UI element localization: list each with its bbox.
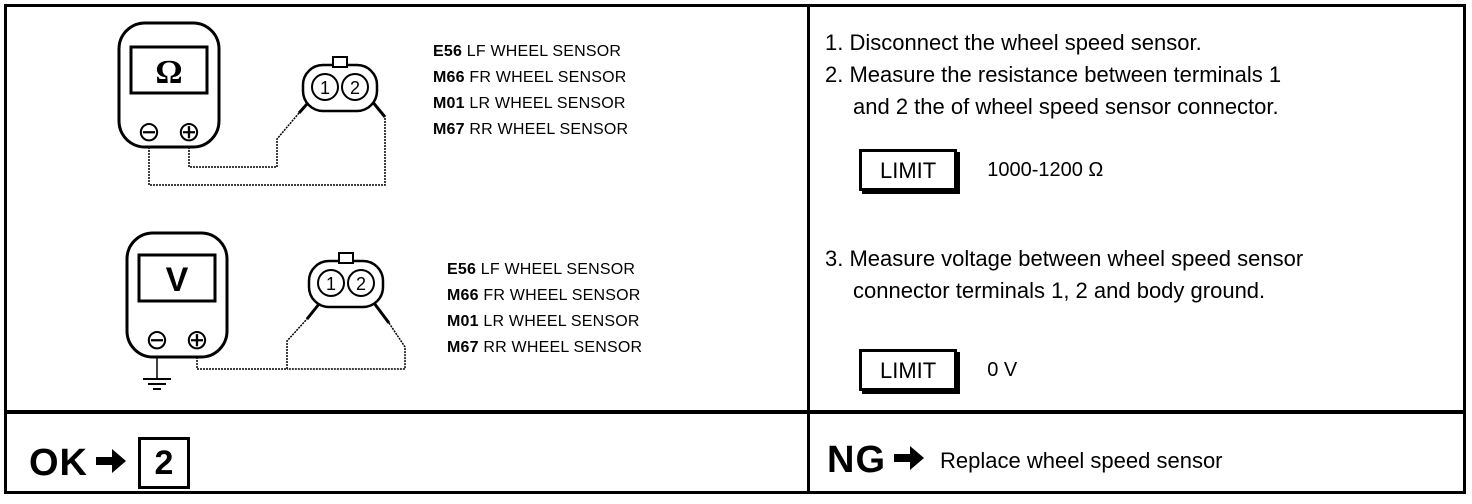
limit-value: 0 V [987,358,1018,381]
legend-item: M66 FR WHEEL SENSOR [447,287,641,304]
ohmmeter-icon: Ω ⊖ ⊕ [117,21,221,149]
diagram-panel: Ω ⊖ ⊕ 1 2 V ⊖ [7,7,807,410]
legend-item: M01 LR WHEEL SENSOR [433,95,626,112]
sensor-legend-top: E56 LF WHEEL SENSOR M66 FR WHEEL SENSOR … [433,39,628,143]
arrow-right-icon [94,446,128,481]
legend-item: M67 RR WHEEL SENSOR [447,339,643,356]
step-2-line-2: and 2 the of wheel speed sensor connecto… [853,94,1279,119]
limit-row-voltage: LIMIT 0 V [859,349,1017,391]
next-step-box: 2 [138,437,190,489]
arrow-right-icon [892,443,926,478]
column-divider [807,7,810,491]
meter-symbol-volt: V [166,261,189,299]
legend-item: E56 LF WHEEL SENSOR [433,43,622,60]
legend-item: E56 LF WHEEL SENSOR [447,261,636,278]
connector-icon: 1 2 [301,56,379,113]
limit-row-resistance: LIMIT 1000-1200 Ω [859,149,1103,191]
voltmeter-icon: V ⊖ ⊕ [125,231,229,359]
steps-block-1: 1. Disconnect the wheel speed sensor. 2.… [825,27,1281,123]
ground-symbol-icon [143,357,171,390]
pin-1-label: 1 [326,274,336,294]
terminal-positive: ⊕ [185,324,208,355]
meter-symbol-ohm: Ω [155,54,182,91]
legend-item: M67 RR WHEEL SENSOR [433,121,629,138]
legend-item: M66 FR WHEEL SENSOR [433,69,627,86]
ng-label: NG [827,439,886,481]
procedure-table: Ω ⊖ ⊕ 1 2 V ⊖ [4,4,1466,494]
row-divider [7,410,1463,414]
pin-2-label: 2 [350,78,360,98]
step-3-line-2: connector terminals 1, 2 and body ground… [853,278,1266,303]
legend-item: M01 LR WHEEL SENSOR [447,313,640,330]
step-2-line-1: 2. Measure the resistance between termin… [825,62,1282,87]
wiring-diagram: Ω ⊖ ⊕ 1 2 V ⊖ [117,21,406,390]
terminal-negative: ⊖ [145,324,168,355]
ok-label: OK [29,441,88,484]
limit-badge: LIMIT [859,349,958,391]
connector-icon: 1 2 [307,252,385,309]
terminal-positive: ⊕ [177,116,200,147]
sensor-legend-bottom: E56 LF WHEEL SENSOR M66 FR WHEEL SENSOR … [447,257,642,361]
step-3-line-1: 3. Measure voltage between wheel speed s… [825,246,1304,271]
steps-block-2: 3. Measure voltage between wheel speed s… [825,243,1303,307]
pin-1-label: 1 [320,78,330,98]
limit-badge: LIMIT [859,149,958,191]
step-1: 1. Disconnect the wheel speed sensor. [825,30,1202,55]
limit-value: 1000-1200 Ω [987,158,1104,181]
ng-action: Replace wheel speed sensor [940,447,1223,473]
terminal-negative: ⊖ [137,116,160,147]
ng-result: NG Replace wheel speed sensor [827,439,1223,482]
pin-2-label: 2 [356,274,366,294]
ok-result: OK 2 [29,437,190,489]
